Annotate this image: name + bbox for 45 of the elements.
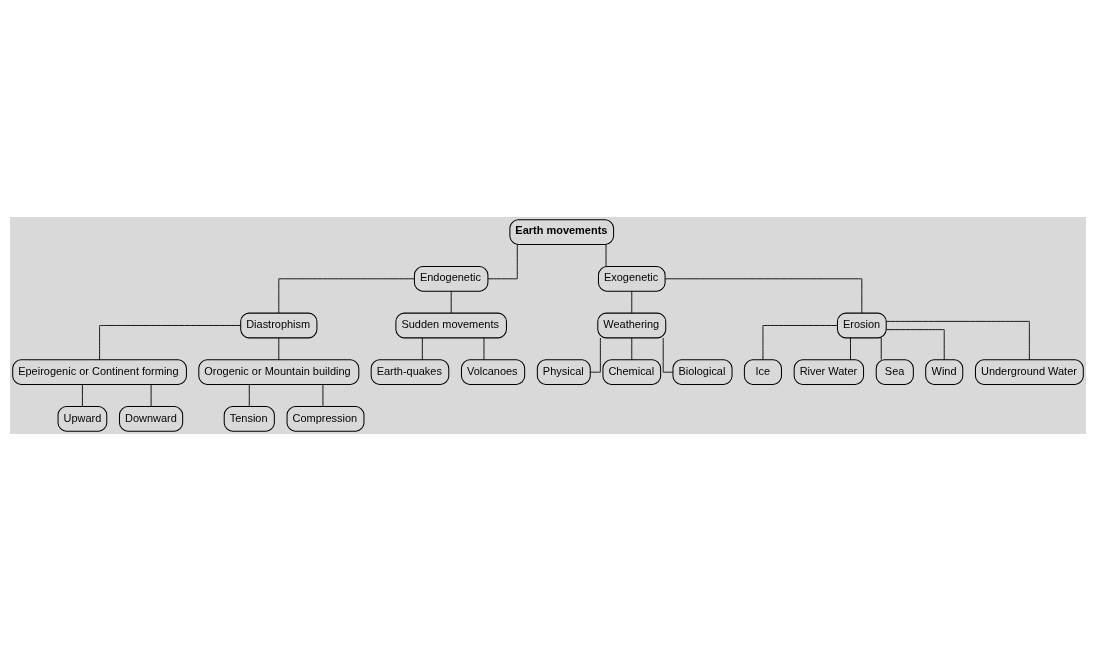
connector [483,337,485,361]
node-box: Exogenetic [597,265,666,292]
node-box: Earth-quakes [370,359,450,386]
connector [81,384,83,407]
node-box: Sea [875,359,914,386]
connector [278,337,280,361]
node-box: Tension [223,406,275,432]
node-box: Upward [57,406,108,432]
node-box: Physical [536,359,591,386]
connector [99,325,242,361]
connector [450,290,452,314]
node-box: River Water [793,359,865,386]
connector [664,278,863,314]
connector [631,290,633,314]
node-box: Sudden movements [395,312,507,339]
node-box: Chemical [602,359,662,386]
node-box: Orogenic or Mountain building [198,359,360,386]
connector [421,337,423,361]
connector [880,337,882,361]
connector [278,278,415,314]
connector [322,384,324,407]
node-box: Erosion [836,312,887,339]
connector [248,384,250,407]
connector [885,320,1030,361]
connector [662,337,674,373]
connector [631,337,633,361]
node-box: Volcanoes [460,359,526,386]
node-box: Diastrophism [240,312,318,339]
node-box: Wind [925,359,964,386]
connector [850,337,851,361]
node-box: Weathering [597,312,667,339]
connector [762,325,838,361]
connector [487,244,518,280]
node-box: Ice [743,359,782,386]
node-box: Endogenetic [413,265,489,292]
node-box: Underground Water [974,359,1084,386]
node-box: Compression [286,406,365,432]
connector [589,337,601,373]
node-box: Biological [672,359,733,386]
connector [885,329,945,361]
connector [605,244,607,267]
node-box: Epeirogenic or Continent forming [12,359,187,386]
node-box: Downward [118,406,184,432]
node-box: Earth movements [509,219,615,245]
connector [150,384,152,407]
